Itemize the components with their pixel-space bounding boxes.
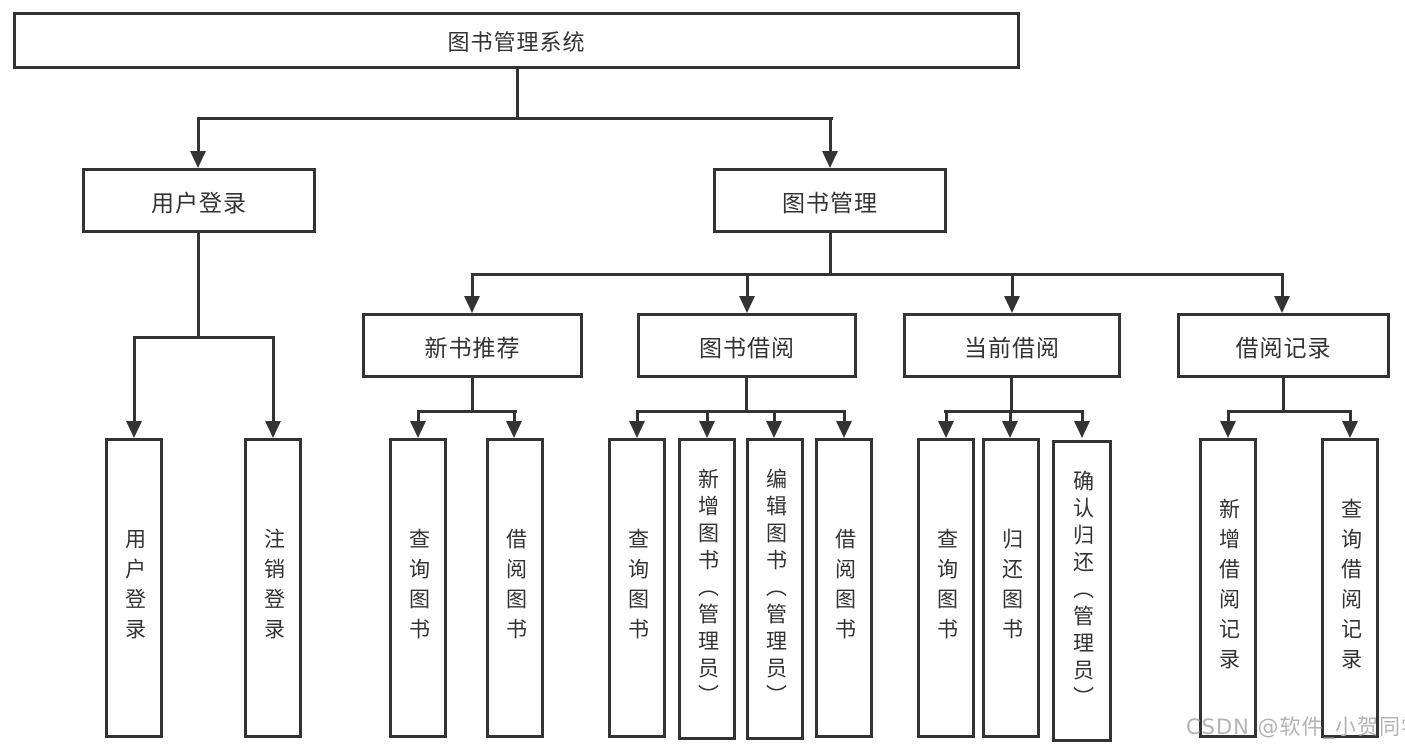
leaf-query-books: 查询图书 [917, 438, 975, 738]
node-borrow-records: 借阅记录 [1177, 313, 1390, 378]
connector-line [1282, 378, 1285, 410]
connector-line [197, 233, 200, 336]
arrow-down-icon [1342, 410, 1359, 438]
arrow-down-icon [1220, 410, 1237, 438]
arrow-down-icon [1274, 273, 1291, 313]
connector-line [829, 233, 832, 273]
arrow-down-icon [506, 410, 523, 438]
node-current-borrow: 当前借阅 [903, 313, 1121, 378]
leaf-add-borrow-record: 新增借阅记录 [1199, 438, 1257, 738]
connector-line [417, 410, 517, 413]
arrow-down-icon [1004, 273, 1021, 313]
arrow-down-icon [766, 410, 783, 438]
arrow-down-icon [464, 273, 481, 313]
leaf-query-borrow-records: 查询借阅记录 [1321, 438, 1379, 738]
connector-line [636, 410, 846, 413]
leaf-user-login: 用户登录 [105, 438, 163, 738]
connector-line [516, 69, 519, 117]
arrow-down-icon [126, 336, 143, 438]
leaf-borrow-books: 借阅图书 [815, 438, 873, 738]
leaf-confirm-return-admin: 确认归还（管理员） [1052, 440, 1112, 742]
connector-line [1227, 410, 1352, 413]
leaf-edit-books-admin: 编辑图书（管理员） [746, 438, 804, 740]
arrow-down-icon [190, 117, 207, 168]
connector-line [944, 410, 1084, 413]
arrow-down-icon [739, 273, 756, 313]
leaf-logout: 注销登录 [244, 438, 302, 738]
arrow-down-icon [410, 410, 427, 438]
connector-line [197, 117, 833, 120]
node-book-management: 图书管理 [713, 168, 947, 233]
leaf-borrow-books: 借阅图书 [486, 438, 544, 738]
arrow-down-icon [822, 117, 839, 168]
arrow-down-icon [265, 336, 282, 438]
connector-line [471, 378, 474, 410]
arrow-down-icon [836, 410, 853, 438]
leaf-query-books: 查询图书 [389, 438, 447, 738]
connector-line [471, 273, 1284, 276]
arrow-down-icon [699, 410, 716, 438]
connector-line [1010, 378, 1013, 410]
arrow-down-icon [629, 410, 646, 438]
leaf-query-books: 查询图书 [608, 438, 666, 738]
connector-line [745, 378, 748, 410]
leaf-return-books: 归还图书 [982, 438, 1040, 738]
node-library-management-system: 图书管理系统 [13, 12, 1020, 69]
connector-line [133, 336, 275, 339]
arrow-down-icon [1074, 410, 1091, 438]
watermark: CSDN @软件_小贺同学 [1186, 715, 1405, 739]
arrow-down-icon [938, 410, 955, 438]
node-book-borrow: 图书借阅 [637, 313, 857, 378]
node-user-login: 用户登录 [82, 168, 316, 233]
node-new-book-recommend: 新书推荐 [362, 313, 583, 378]
arrow-down-icon [1002, 410, 1019, 438]
leaf-add-books-admin: 新增图书（管理员） [678, 438, 736, 740]
